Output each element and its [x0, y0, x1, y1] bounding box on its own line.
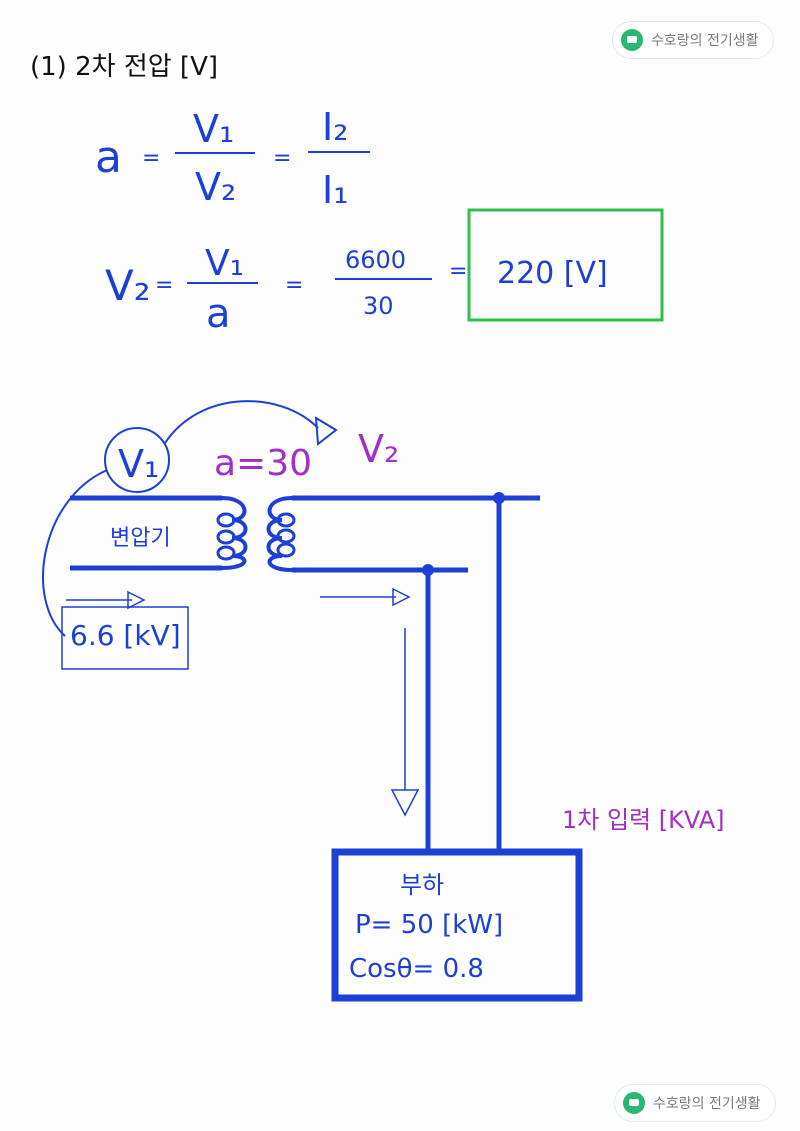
secondary-coil — [266, 496, 293, 572]
question-heading: (1) 2차 전압 [V] — [30, 52, 218, 82]
watermark-badge-bottom: 수호랑의 전기생활 — [614, 1084, 776, 1122]
formula2-eq1: = — [155, 273, 173, 298]
primary-current-arrowhead — [127, 590, 146, 610]
formula1-den2: I₁ — [322, 168, 348, 212]
watermark-badge-top: 수호랑의 전기생활 — [612, 21, 774, 59]
watermark-label: 수호랑의 전기생활 — [653, 1096, 761, 1112]
voltmeter-label: V₁ — [118, 442, 159, 486]
answer-value: 220 [V] — [497, 256, 608, 291]
formula2-den2: 30 — [363, 292, 394, 320]
transformer-label: 변압기 — [110, 526, 171, 551]
formula1-num1: V₁ — [193, 107, 234, 151]
formula1-num2: I₂ — [322, 105, 348, 149]
formula2-eq3: = — [449, 259, 467, 284]
primary-meter-lead — [42, 469, 108, 637]
turns-ratio-label: a=30 — [214, 443, 312, 484]
load-power-factor: Cosθ= 0.8 — [349, 954, 484, 984]
secondary-coil-loop3 — [276, 542, 296, 558]
formula1-eq2: = — [273, 146, 291, 171]
primary-coil-loop1 — [216, 512, 236, 528]
formula2-num2: 6600 — [345, 246, 406, 274]
primary-voltage-box — [61, 606, 189, 670]
load-title: 부하 — [400, 871, 444, 899]
transformer-circuit: V₁ a=30 V₂ — [42, 400, 725, 1002]
load-power: P= 50 [kW] — [355, 910, 503, 940]
primary-input-label: 1차 입력 [KVA] — [562, 806, 725, 834]
chat-bubble-icon — [621, 29, 643, 51]
secondary-coil-loop2 — [276, 528, 296, 544]
voltmeter-circle — [104, 427, 170, 493]
formula2-den1: a — [206, 291, 231, 337]
formula1-den1: V₂ — [195, 165, 236, 209]
formula2-lhs: V₂ — [105, 261, 151, 310]
ratio-formula: a = V₁ V₂ = I₂ I₁ — [95, 105, 370, 212]
secondary-coil-loop1 — [276, 512, 296, 528]
formula2-eq2: = — [285, 273, 303, 298]
watermark-label: 수호랑의 전기생활 — [651, 33, 759, 49]
answer-box — [467, 208, 664, 322]
formula1-lhs: a — [95, 132, 122, 183]
primary-coil-loop3 — [216, 545, 236, 561]
load-box — [331, 848, 583, 1002]
load-current-arrowhead — [390, 789, 420, 817]
secondary-voltage-formula: V₂ = V₁ a = 6600 30 = 220 [V] — [105, 208, 664, 337]
formula2-num1: V₁ — [205, 243, 244, 284]
voltage-transfer-arrow — [164, 400, 319, 444]
secondary-current-arrowhead — [392, 587, 411, 607]
primary-voltage-label: 6.6 [kV] — [70, 619, 181, 652]
secondary-voltage-label: V₂ — [358, 427, 399, 471]
formula1-eq1: = — [142, 146, 160, 171]
voltage-transfer-arrowhead — [314, 416, 338, 446]
primary-coil-loop2 — [216, 529, 236, 545]
chat-bubble-icon — [623, 1092, 645, 1114]
primary-coil — [221, 496, 248, 570]
